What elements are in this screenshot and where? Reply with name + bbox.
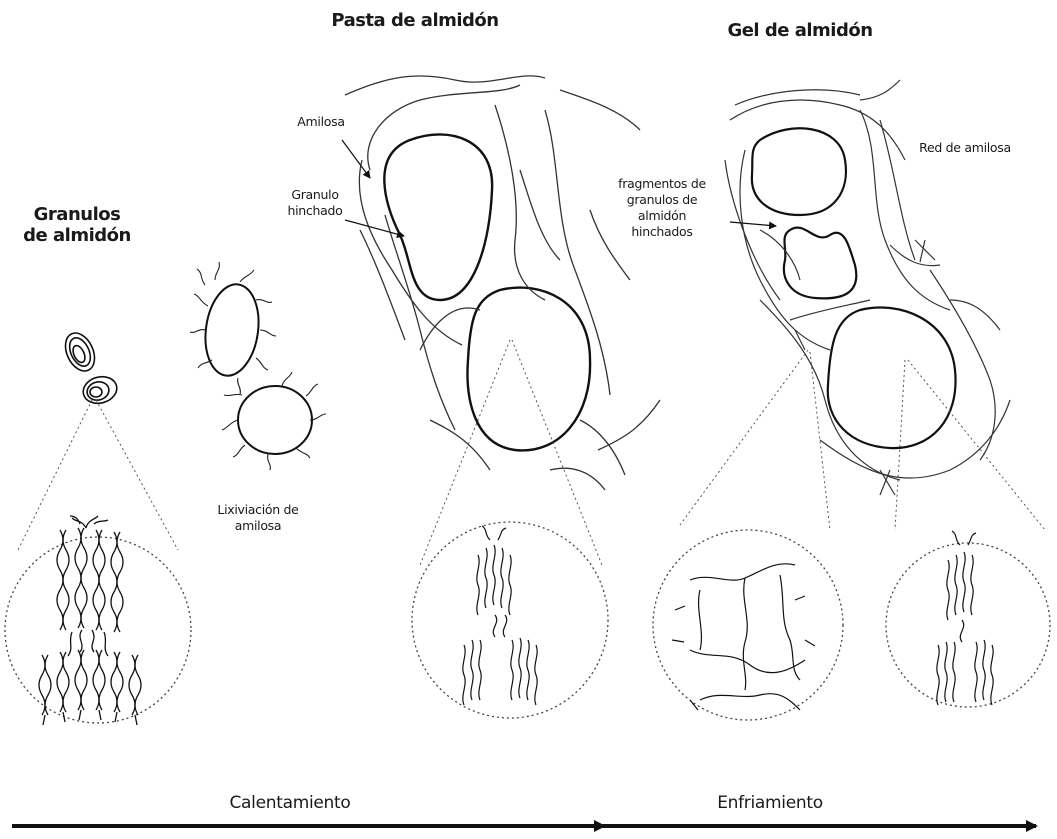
- paste-swollen-granules: [384, 134, 590, 450]
- native-granules: [60, 328, 120, 407]
- label-leaching: Lixiviación de amilosa: [216, 502, 300, 534]
- crystalline-double-helices: [39, 516, 141, 725]
- label-amylose: Amilosa: [276, 114, 366, 130]
- heading-granules: Granulos de almidón: [22, 204, 132, 246]
- amylose-pointer: [342, 140, 370, 178]
- zoom-circle-gel-helices: [886, 543, 1050, 707]
- leaching-granules: [200, 281, 312, 454]
- label-cooling: Enfriamiento: [690, 793, 850, 813]
- zoom-lines-paste: [420, 340, 602, 565]
- zoom-circle-paste: [412, 522, 608, 718]
- heading-paste: Pasta de almidón: [300, 10, 530, 31]
- heading-gel: Gel de almidón: [700, 20, 900, 41]
- paste-helices: [463, 526, 537, 705]
- zoom-lines-granule: [18, 400, 178, 550]
- gel-granule-fragments: [752, 128, 956, 448]
- label-swollen-granule: Granulo hinchado: [282, 187, 348, 219]
- fragments-pointer: [730, 222, 776, 226]
- label-heating: Calentamiento: [210, 793, 370, 813]
- gel-helices: [937, 531, 993, 705]
- label-fragments: fragmentos de granulos de almidón hincha…: [612, 176, 712, 240]
- paste-amylose-strands: [345, 76, 660, 490]
- label-amylose-network: Red de amilosa: [905, 140, 1025, 156]
- zoom-circle-gel-network: [653, 530, 843, 720]
- gel-network-strands: [672, 564, 815, 710]
